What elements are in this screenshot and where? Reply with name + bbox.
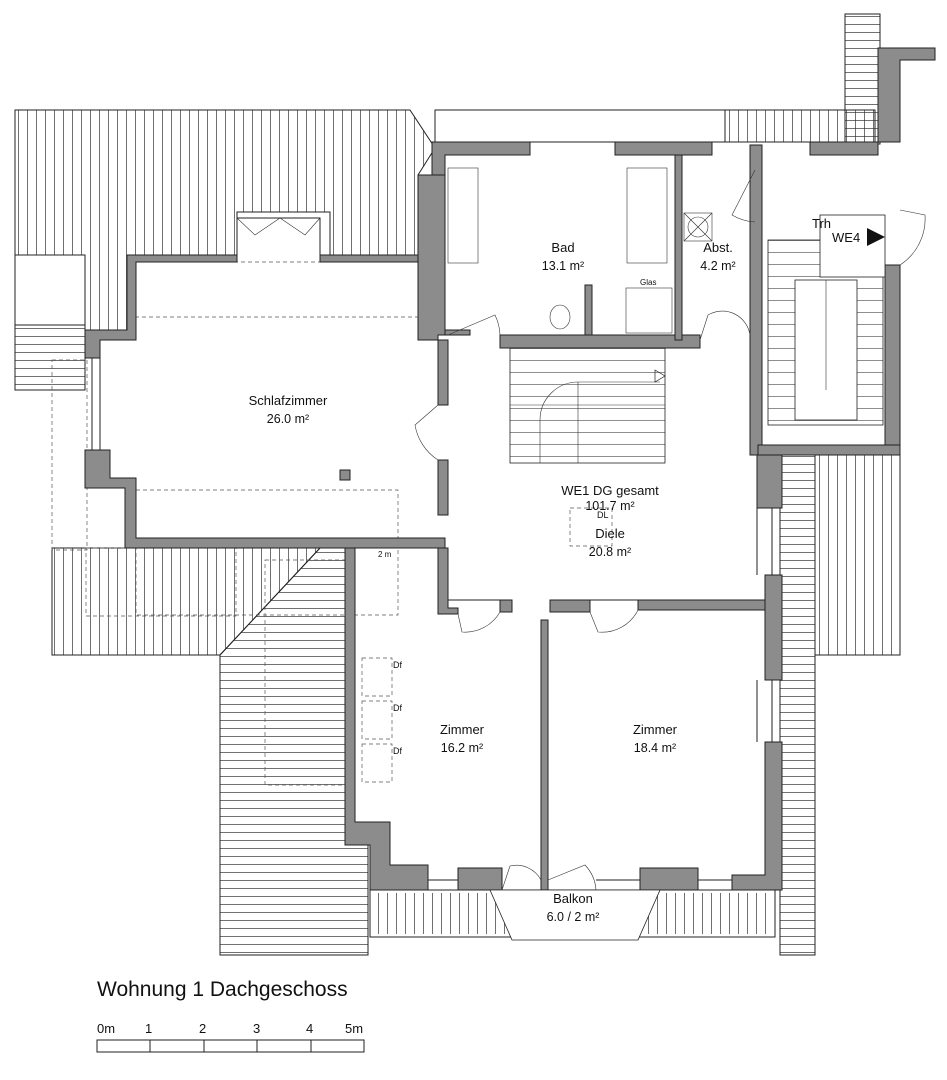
- room-area-diele: 20.8 m²: [589, 545, 631, 559]
- room-area-bad: 13.1 m²: [542, 259, 584, 273]
- staircase-diele: [509, 347, 666, 464]
- walls: [84, 47, 936, 891]
- trh-label: Trh: [812, 216, 831, 231]
- plan-title: Wohnung 1 Dachgeschoss: [97, 978, 348, 1001]
- door-swings: [236, 169, 926, 891]
- room-name-bad: Bad: [551, 240, 574, 255]
- scale-label-5: 5m: [345, 1021, 364, 1036]
- room-labels: Schlafzimmer 26.0 m² Bad 13.1 m² Abst. 4…: [249, 240, 736, 924]
- room-name-schlafzimmer: Schlafzimmer: [249, 393, 328, 408]
- room-name-zimmer-right: Zimmer: [633, 722, 678, 737]
- glas-label: Glas: [640, 278, 656, 287]
- two-m-label: 2 m: [378, 550, 392, 559]
- room-area-zimmer-left: 16.2 m²: [441, 741, 483, 755]
- summary-area: 101.7 m²: [585, 499, 634, 513]
- df-label-3: Df: [393, 746, 402, 756]
- df-label-1: Df: [393, 660, 402, 670]
- scale-label-3: 3: [253, 1021, 261, 1036]
- entrance-arrow-icon: [867, 228, 885, 246]
- df-label-2: Df: [393, 703, 402, 713]
- room-area-abst: 4.2 m²: [700, 259, 735, 273]
- room-area-zimmer-right: 18.4 m²: [634, 741, 676, 755]
- scale-label-0: 0m: [97, 1021, 116, 1036]
- room-name-balkon: Balkon: [553, 891, 593, 906]
- room-name-abst: Abst.: [703, 240, 733, 255]
- room-area-schlafzimmer: 26.0 m²: [267, 412, 309, 426]
- we4-label: WE4: [832, 230, 860, 245]
- interior-lines: [91, 167, 776, 941]
- annotations: Trh WE4 Glas DL 2 m Df Df Df: [378, 216, 860, 756]
- dl-label: DL: [597, 510, 609, 520]
- staircase-right: [767, 214, 886, 426]
- summary-name: WE1 DG gesamt: [561, 483, 659, 498]
- room-name-zimmer-left: Zimmer: [440, 722, 485, 737]
- room-name-diele: Diele: [595, 526, 625, 541]
- scale-label-1: 1: [145, 1021, 153, 1036]
- roof-hatching: [14, 13, 901, 956]
- scale-label-2: 2: [199, 1021, 207, 1036]
- scale-label-4: 4: [306, 1021, 314, 1036]
- scale-bar: [96, 1039, 365, 1053]
- room-area-balkon: 6.0 / 2 m²: [547, 910, 600, 924]
